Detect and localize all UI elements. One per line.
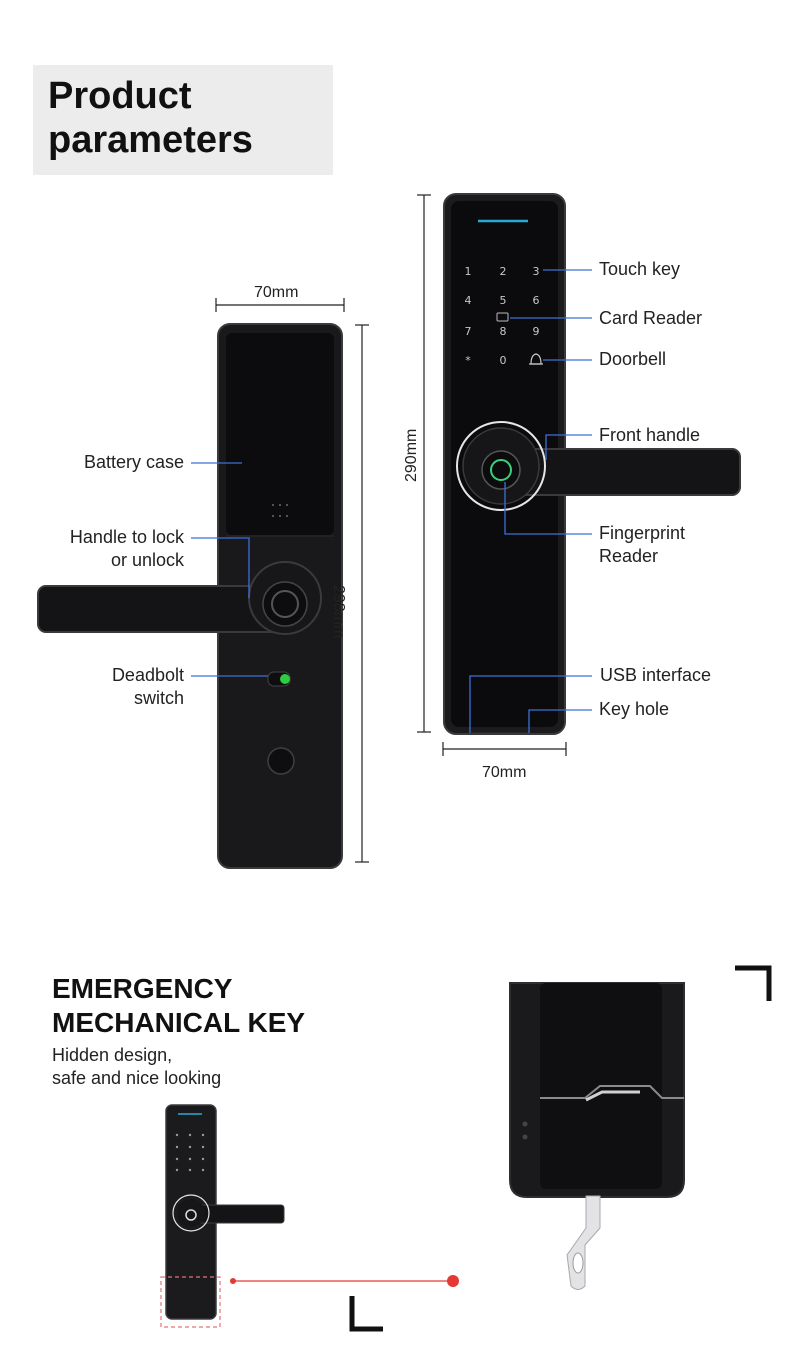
emergency-subtitle-line1: Hidden design, (52, 1045, 173, 1065)
section-title-box: Product parameters (33, 65, 333, 175)
left-callout-lines (191, 462, 268, 677)
keyhole-highlight-box (160, 1276, 221, 1328)
left-width-label: 70mm (254, 284, 299, 301)
card-reader-icon (496, 312, 509, 322)
emergency-title-line2: MECHANICAL KEY (52, 1007, 306, 1038)
fingerprint-reader (481, 450, 521, 490)
card-reader-label: Card Reader (599, 308, 703, 328)
emergency-subtitle-line2: safe and nice looking (52, 1068, 222, 1088)
fingerprint-label-line2: Reader (599, 546, 659, 566)
right-height-label: 290mm (403, 428, 420, 482)
emergency-title-line1: EMERGENCY (52, 973, 233, 1004)
keypad-key-4: 4 (465, 294, 472, 307)
front-handle-label: Front handle (599, 425, 701, 445)
emergency-subtitle: Hidden design, safe and nice looking (52, 1044, 221, 1090)
handle-lock-label-line1: Handle to lock (69, 527, 184, 547)
left-height-label: 298mm (330, 585, 347, 639)
keypad-key-8: 8 (500, 325, 507, 338)
back-key-cover (267, 747, 295, 775)
battery-case-label: Battery case (83, 452, 184, 472)
keypad-key-5: 5 (500, 294, 507, 307)
keypad: 1 2 3 4 5 6 7 8 9 * 0 (465, 265, 540, 367)
front-panel-lock: 1 2 3 4 5 6 7 8 9 * 0 (443, 193, 741, 735)
right-callout-lines (469, 269, 592, 733)
handle-lock-label-line2: or unlock (110, 550, 184, 570)
touch-key-label: Touch key (599, 259, 681, 279)
screw-dots (272, 504, 288, 517)
emergency-key (566, 1195, 601, 1290)
keypad-key-7: 7 (465, 325, 472, 338)
doorbell-icon (529, 353, 543, 365)
keypad-key-1: 1 (465, 265, 472, 278)
back-panel-lock (37, 323, 343, 869)
keypad-key-9: 9 (533, 325, 540, 338)
keypad-key-star: * (465, 354, 471, 367)
keypad-key-0: 0 (500, 354, 507, 367)
doorbell-label: Doorbell (599, 349, 667, 369)
usb-interface-label: USB interface (600, 665, 712, 685)
deadbolt-label-line1: Deadbolt (111, 665, 184, 685)
keypad-key-2: 2 (500, 265, 507, 278)
fingerprint-label-line1: Fingerprint (599, 523, 686, 543)
key-hole-label: Key hole (599, 699, 670, 719)
corner-bracket-top-right (735, 965, 772, 1001)
right-dimension-lines (417, 194, 567, 756)
right-width-label: 70mm (482, 764, 527, 781)
corner-bracket-bottom-left (349, 1296, 383, 1332)
section-title-line1: Product (48, 75, 192, 117)
keypad-key-6: 6 (533, 294, 540, 307)
emergency-title: EMERGENCY MECHANICAL KEY (52, 972, 305, 1040)
zoomed-lock-bottom (509, 982, 685, 1198)
left-dimension-lines (215, 298, 369, 863)
deadbolt-label-line2: switch (133, 688, 184, 708)
keypad-key-3: 3 (533, 265, 540, 278)
section-title-line2: parameters (48, 119, 253, 161)
small-lock (165, 1104, 285, 1320)
